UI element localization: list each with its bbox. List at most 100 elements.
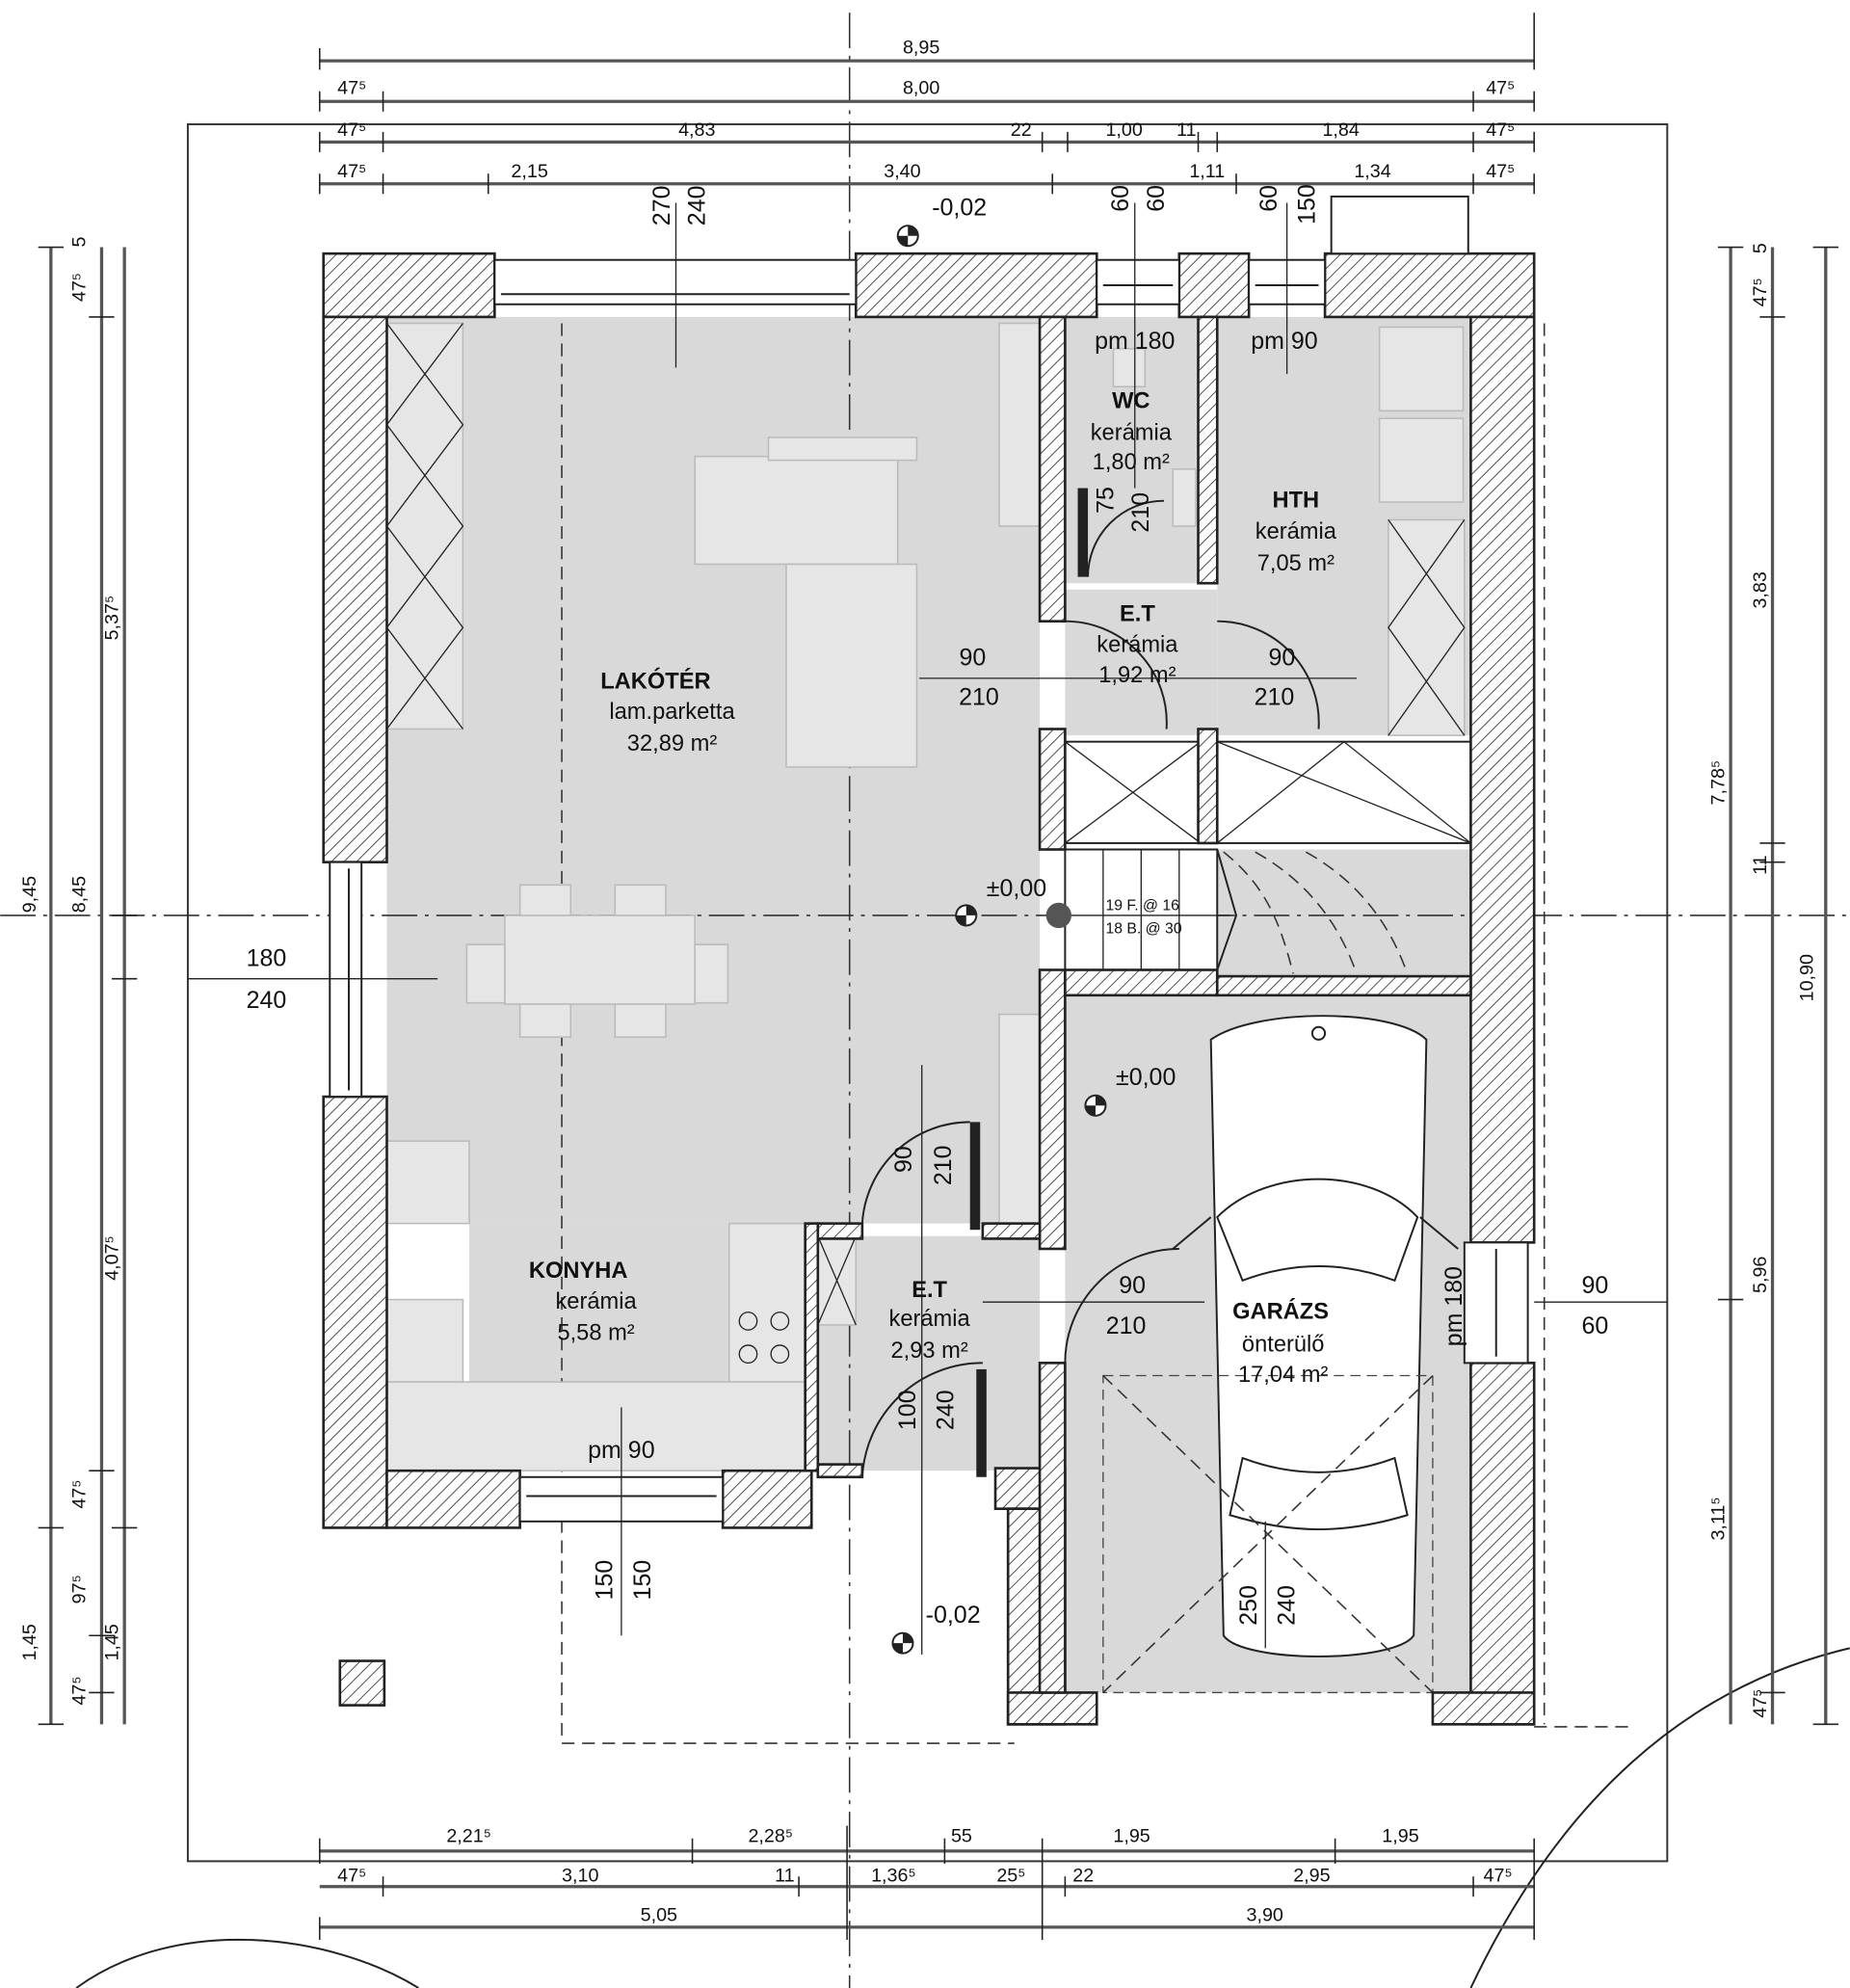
svg-text:WC: WC: [1112, 389, 1150, 414]
svg-text:1,11: 1,11: [1189, 161, 1225, 182]
svg-text:kerámia: kerámia: [1255, 519, 1337, 544]
svg-text:240: 240: [933, 1390, 960, 1430]
svg-text:47⁵: 47⁵: [1750, 278, 1771, 306]
svg-text:180: 180: [247, 945, 287, 972]
level-marker: -0,02: [891, 1602, 981, 1655]
svg-text:E.T: E.T: [1120, 602, 1155, 627]
svg-text:2,15: 2,15: [511, 161, 547, 182]
tree-outline: [1469, 1647, 1850, 1988]
svg-text:2,95: 2,95: [1293, 1865, 1330, 1886]
svg-text:2,93 m²: 2,93 m²: [890, 1339, 967, 1364]
top-dimensions: 8,95 47⁵ 8,00 47⁵ 47⁵ 4,83 22 1,00 11 1,…: [337, 37, 1515, 182]
furniture: [385, 322, 1466, 1471]
svg-text:5,96: 5,96: [1750, 1257, 1771, 1293]
svg-text:8,00: 8,00: [903, 77, 939, 98]
svg-text:1,45: 1,45: [19, 1624, 40, 1660]
svg-text:210: 210: [1255, 684, 1295, 711]
svg-text:150: 150: [592, 1560, 619, 1601]
stair-start-marker: [1045, 902, 1071, 929]
svg-text:47⁵: 47⁵: [1486, 119, 1515, 141]
svg-text:240: 240: [247, 987, 287, 1014]
svg-text:90: 90: [1119, 1272, 1146, 1299]
svg-text:5,58 m²: 5,58 m²: [557, 1321, 634, 1346]
svg-text:22: 22: [1072, 1865, 1094, 1886]
room-et-upper: E.T kerámia 1,92 m²: [1097, 602, 1178, 688]
svg-text:pm 180: pm 180: [1440, 1266, 1467, 1346]
stair-treads: 18 B. @ 30: [1105, 920, 1181, 937]
svg-text:47⁵: 47⁵: [1486, 161, 1515, 182]
svg-text:3,40: 3,40: [884, 161, 920, 182]
level-marker: ±0,00: [1084, 1064, 1176, 1117]
svg-text:kerámia: kerámia: [889, 1307, 971, 1332]
svg-text:10,90: 10,90: [1797, 954, 1818, 1001]
svg-text:150: 150: [629, 1560, 656, 1601]
svg-text:önterülő: önterülő: [1242, 1333, 1325, 1358]
svg-text:47⁵: 47⁵: [1486, 77, 1515, 98]
svg-text:5: 5: [1750, 243, 1771, 253]
svg-text:7,05 m²: 7,05 m²: [1257, 551, 1335, 576]
svg-text:5: 5: [68, 237, 90, 248]
svg-text:pm 90: pm 90: [588, 1437, 654, 1464]
svg-text:270: 270: [648, 186, 675, 226]
car: [1172, 1015, 1459, 1657]
level-marker: ±0,00: [955, 875, 1046, 927]
svg-text:-0,02: -0,02: [932, 195, 987, 222]
svg-text:7,78⁵: 7,78⁵: [1708, 760, 1730, 806]
svg-text:90: 90: [1268, 645, 1295, 672]
svg-text:47⁵: 47⁵: [337, 77, 366, 98]
svg-text:47⁵: 47⁵: [1750, 1689, 1771, 1718]
svg-text:32,89 m²: 32,89 m²: [627, 731, 718, 756]
svg-text:47⁵: 47⁵: [337, 119, 366, 141]
svg-text:75: 75: [1092, 487, 1119, 514]
svg-text:1,84: 1,84: [1322, 119, 1359, 141]
room-konyha: KONYHA kerámia 5,58 m²: [529, 1259, 638, 1345]
room-wc: WC kerámia 1,80 m²: [1091, 389, 1173, 475]
svg-text:5,05: 5,05: [641, 1904, 677, 1925]
svg-text:1,34: 1,34: [1354, 161, 1390, 182]
svg-text:55: 55: [951, 1826, 972, 1847]
opening-annotations: 270 240 60 60 60 150 pm 180 pm 90 pm 90 …: [247, 184, 1609, 1626]
svg-text:11: 11: [1176, 119, 1196, 141]
stair-risers: 19 F. @ 16: [1105, 898, 1179, 914]
svg-text:47⁵: 47⁵: [1484, 1865, 1513, 1886]
svg-text:kerámia: kerámia: [1091, 421, 1173, 446]
room-et-lower: E.T kerámia 2,93 m²: [889, 1278, 971, 1364]
svg-text:3,11⁵: 3,11⁵: [1708, 1497, 1730, 1540]
svg-text:90: 90: [1581, 1272, 1608, 1299]
svg-text:lam.parketta: lam.parketta: [609, 700, 735, 725]
svg-text:210: 210: [1127, 492, 1154, 533]
svg-text:47⁵: 47⁵: [68, 1676, 90, 1705]
svg-text:pm 180: pm 180: [1095, 328, 1175, 355]
svg-text:1,45: 1,45: [102, 1624, 123, 1660]
svg-text:2,21⁵: 2,21⁵: [446, 1826, 491, 1847]
dimension-lines: [38, 13, 1838, 1941]
site-boundary: [186, 122, 1669, 1863]
svg-text:9,45: 9,45: [19, 876, 40, 913]
svg-text:210: 210: [930, 1145, 957, 1185]
room-garazs: GARÁZS önterülő 17,04 m²: [1232, 1297, 1329, 1388]
svg-text:60: 60: [1581, 1312, 1608, 1339]
level-marker: -0,02: [896, 195, 987, 248]
svg-text:3,10: 3,10: [562, 1865, 598, 1886]
svg-text:25⁵: 25⁵: [996, 1865, 1025, 1886]
svg-text:±0,00: ±0,00: [1116, 1064, 1176, 1091]
chimney: [338, 1659, 386, 1707]
svg-text:97⁵: 97⁵: [68, 1575, 90, 1604]
svg-text:2,28⁵: 2,28⁵: [748, 1826, 793, 1847]
svg-text:100: 100: [894, 1390, 921, 1430]
svg-text:KONYHA: KONYHA: [529, 1259, 628, 1284]
room-lakoter: LAKÓTÉR lam.parketta 32,89 m²: [600, 667, 735, 755]
svg-text:1,95: 1,95: [1113, 1826, 1150, 1847]
svg-text:4,83: 4,83: [678, 119, 715, 141]
svg-text:1,00: 1,00: [1105, 119, 1142, 141]
room-hth: HTH kerámia 7,05 m²: [1255, 488, 1337, 576]
svg-text:kerámia: kerámia: [555, 1289, 637, 1314]
svg-text:90: 90: [890, 1146, 917, 1173]
staircase: 19 F. @ 16 18 B. @ 30: [1045, 740, 1472, 974]
svg-text:11: 11: [1750, 855, 1771, 874]
svg-text:11: 11: [775, 1865, 794, 1886]
svg-text:4,07⁵: 4,07⁵: [102, 1235, 123, 1281]
svg-text:pm 90: pm 90: [1251, 328, 1317, 355]
svg-text:47⁵: 47⁵: [337, 161, 366, 182]
svg-text:17,04 m²: 17,04 m²: [1238, 1363, 1329, 1388]
